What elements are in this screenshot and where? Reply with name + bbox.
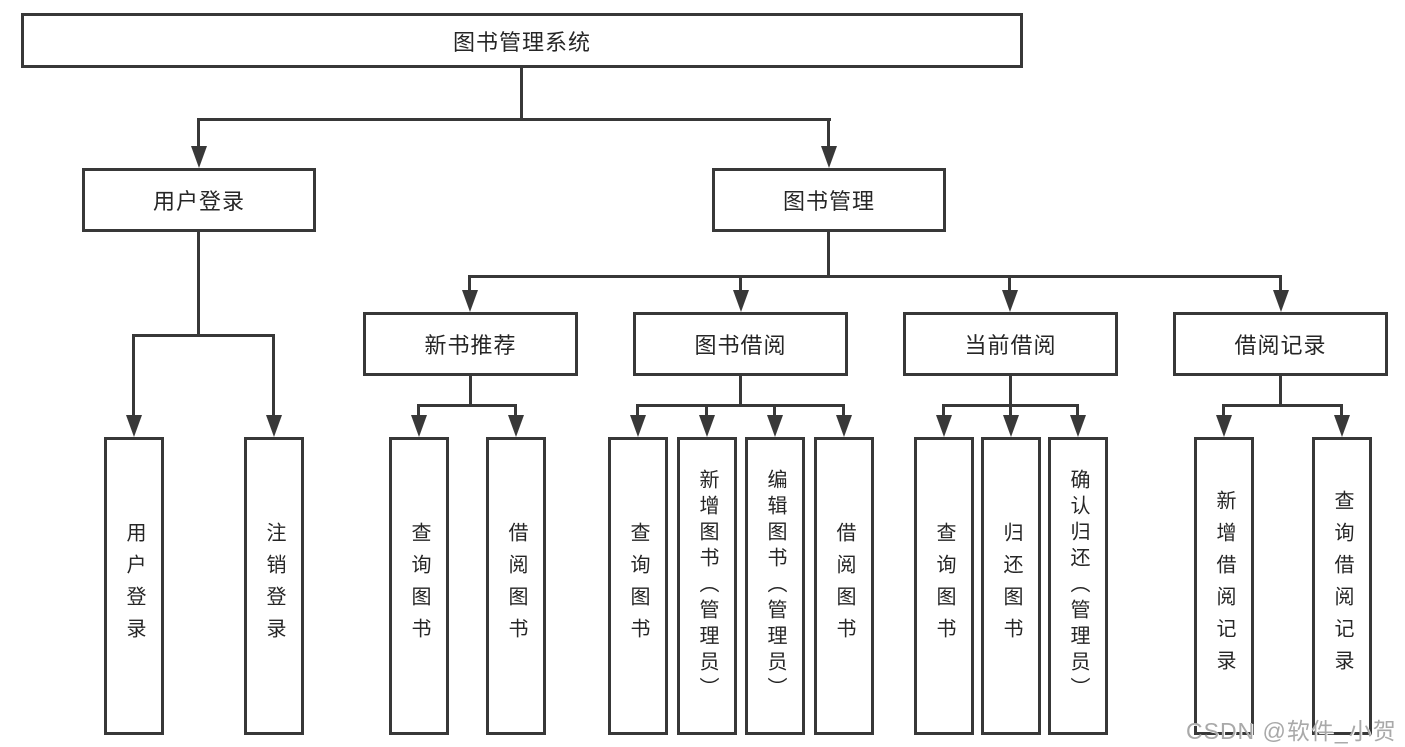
- node-book-borrow: 图书借阅: [633, 312, 848, 376]
- node-current-borrow-label: 当前借阅: [964, 333, 1057, 358]
- node-leaf-label: 注销登录: [263, 522, 285, 650]
- connector-line: [514, 404, 517, 416]
- connector-line: [132, 334, 135, 416]
- node-book-management: 图书管理: [712, 168, 946, 232]
- node-leaf-label: 编辑图书（管理员）: [764, 469, 786, 703]
- node-current-borrow: 当前借阅: [903, 312, 1118, 376]
- node-leaf-label: 借阅图书: [505, 522, 527, 650]
- connector-line: [739, 275, 742, 291]
- node-book-management-label: 图书管理: [782, 189, 875, 214]
- node-leaf-label: 查询借阅记录: [1331, 490, 1353, 682]
- node-leaf-label: 借阅图书: [833, 522, 855, 650]
- connector-line: [842, 404, 845, 416]
- arrowhead: [836, 415, 852, 437]
- connector-line: [1009, 376, 1012, 405]
- connector-line: [1279, 275, 1282, 291]
- node-user-login-label: 用户登录: [152, 189, 245, 214]
- node-leaf-label: 确认归还（管理员）: [1067, 469, 1089, 703]
- connector-line: [827, 118, 830, 149]
- arrowhead: [266, 415, 282, 437]
- node-borrow-records: 借阅记录: [1173, 312, 1388, 376]
- node-leaf-borrow-books: 借阅图书: [814, 437, 874, 735]
- connector-line: [197, 232, 200, 335]
- node-user-login: 用户登录: [82, 168, 316, 232]
- arrowhead: [126, 415, 142, 437]
- connector-line: [1222, 404, 1225, 416]
- arrowhead: [767, 415, 783, 437]
- node-leaf-user-login: 用户登录: [104, 437, 164, 735]
- connector-line: [705, 404, 708, 416]
- node-leaf-label: 归还图书: [1000, 522, 1022, 650]
- connector-line: [942, 404, 945, 416]
- arrowhead: [1216, 415, 1232, 437]
- arrowhead: [1273, 290, 1289, 312]
- connector-line: [520, 68, 523, 118]
- node-leaf-label: 新增借阅记录: [1213, 490, 1235, 682]
- node-leaf-return-books: 归还图书: [981, 437, 1041, 735]
- arrowhead: [821, 146, 837, 168]
- arrowhead: [462, 290, 478, 312]
- node-leaf-add-borrow-record: 新增借阅记录: [1194, 437, 1254, 735]
- arrowhead: [1002, 290, 1018, 312]
- connector-line: [739, 376, 742, 405]
- arrowhead: [1070, 415, 1086, 437]
- node-new-book-recommend: 新书推荐: [363, 312, 578, 376]
- connector-line: [417, 404, 420, 416]
- arrowhead: [508, 415, 524, 437]
- connector-line: [636, 404, 845, 407]
- node-leaf-label: 新增图书（管理员）: [696, 469, 718, 703]
- node-leaf-add-books-admin: 新增图书（管理员）: [677, 437, 737, 735]
- connector-line: [417, 404, 517, 407]
- node-leaf-edit-books-admin: 编辑图书（管理员）: [745, 437, 805, 735]
- arrowhead: [411, 415, 427, 437]
- node-leaf-label: 查询图书: [933, 522, 955, 650]
- connector-line: [197, 118, 831, 121]
- connector-line: [468, 275, 1282, 278]
- arrowhead: [191, 146, 207, 168]
- node-book-borrow-label: 图书借阅: [694, 333, 787, 358]
- node-leaf-borrow-books-recommend: 借阅图书: [486, 437, 546, 735]
- connector-line: [1009, 404, 1012, 416]
- node-leaf-confirm-return-admin: 确认归还（管理员）: [1048, 437, 1108, 735]
- node-leaf-query-books-current: 查询图书: [914, 437, 974, 735]
- node-leaf-logout: 注销登录: [244, 437, 304, 735]
- connector-line: [1279, 376, 1282, 405]
- connector-line: [469, 376, 472, 405]
- connector-line: [1222, 404, 1343, 407]
- connector-line: [1008, 275, 1011, 291]
- node-library-system-label: 图书管理系统: [452, 29, 591, 55]
- connector-line: [1340, 404, 1343, 416]
- connector-line: [272, 334, 275, 416]
- arrowhead: [699, 415, 715, 437]
- node-leaf-query-books-borrow: 查询图书: [608, 437, 668, 735]
- connector-line: [132, 334, 275, 337]
- arrowhead: [1334, 415, 1350, 437]
- connector-line: [468, 275, 471, 291]
- csdn-watermark: CSDN @软件_小贺同学: [1186, 718, 1397, 744]
- arrowhead: [733, 290, 749, 312]
- arrowhead: [630, 415, 646, 437]
- connector-line: [197, 118, 200, 149]
- node-leaf-query-books-recommend: 查询图书: [389, 437, 449, 735]
- node-leaf-label: 查询图书: [408, 522, 430, 650]
- node-new-book-recommend-label: 新书推荐: [424, 333, 517, 358]
- node-leaf-label: 查询图书: [627, 522, 649, 650]
- node-borrow-records-label: 借阅记录: [1234, 333, 1327, 358]
- connector-line: [773, 404, 776, 416]
- node-library-system: 图书管理系统: [21, 13, 1023, 68]
- connector-line: [636, 404, 639, 416]
- node-leaf-label: 用户登录: [123, 522, 145, 650]
- connector-line: [827, 232, 830, 276]
- arrowhead: [936, 415, 952, 437]
- node-leaf-query-borrow-record: 查询借阅记录: [1312, 437, 1372, 735]
- connector-line: [1076, 404, 1079, 416]
- arrowhead: [1003, 415, 1019, 437]
